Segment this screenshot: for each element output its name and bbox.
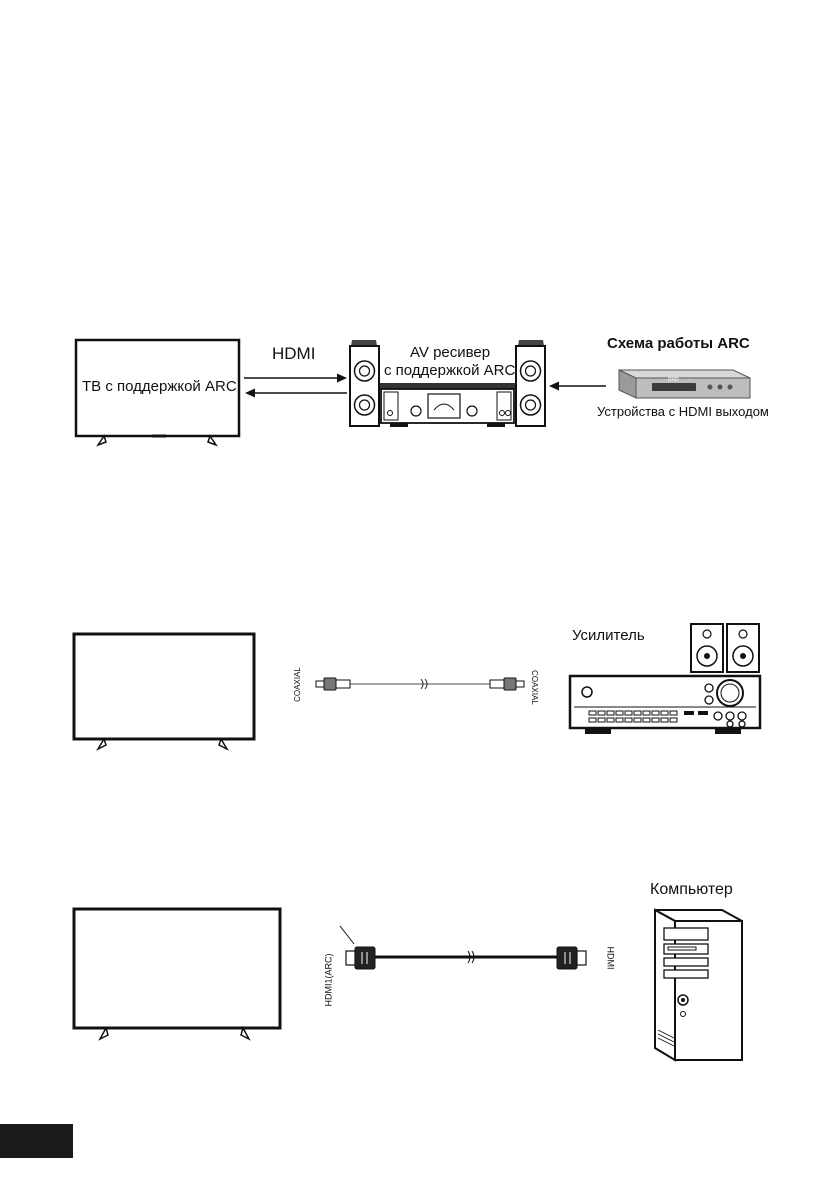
coaxial-diagram-graphics <box>72 623 762 751</box>
hdmi-link-label: HDMI <box>272 344 316 363</box>
arc-diagram-graphics <box>74 338 751 447</box>
tv-hdmi-arc-port-label: HDMI1(ARC) <box>323 953 334 1007</box>
receiver-label-line1: AV ресивер <box>410 344 491 361</box>
computer-tower <box>654 908 743 1062</box>
tv-hdmi <box>72 907 282 1041</box>
arc-scheme-title: Схема работы ARC <box>607 335 750 352</box>
page-number-tab <box>0 1124 73 1158</box>
receiver-label-line2: с поддержкой ARC <box>384 362 516 379</box>
hdmi-cable <box>339 925 587 970</box>
dvd-logo: DVD <box>668 377 679 383</box>
coaxial-cable <box>315 677 525 691</box>
tv-coaxial <box>72 632 256 751</box>
av-receiver <box>349 340 546 427</box>
tv-arc-label: ТВ с поддержкой ARC <box>82 378 237 395</box>
hdmi-arrows <box>244 373 347 398</box>
pc-hdmi-port-label: HDMI <box>605 946 616 970</box>
source-arrow <box>549 381 606 391</box>
hdmi-source-label: Устройства с HDMI выходом <box>597 404 769 419</box>
amplifier-speakers <box>690 623 760 673</box>
amplifier-label: Усилитель <box>572 627 645 644</box>
amplifier <box>568 674 762 734</box>
tv-arc <box>74 338 241 447</box>
dvd-player <box>618 369 751 399</box>
computer-label: Компьютер <box>650 881 733 898</box>
